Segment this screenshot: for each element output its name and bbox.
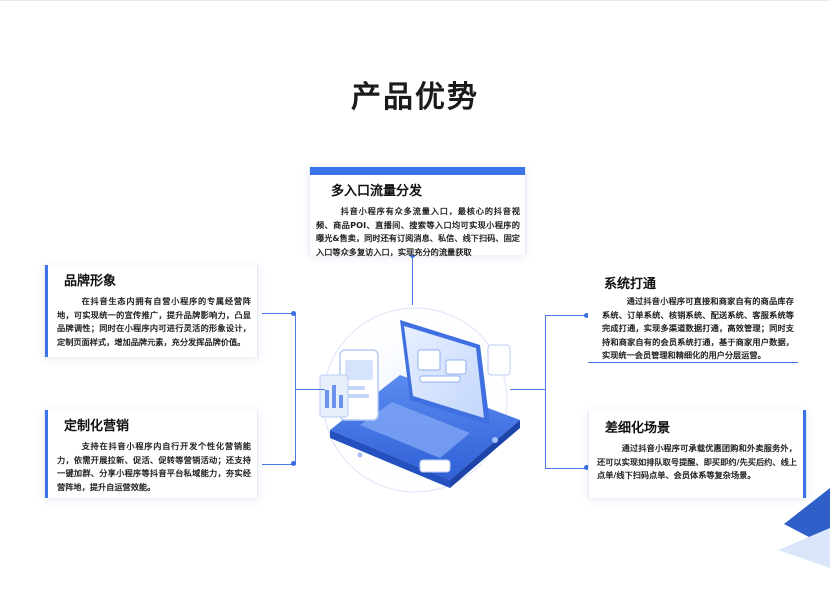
connector-right-dot-top — [584, 313, 589, 318]
card-traffic-text: 抖音小程序有众多流量入口，最核心的抖音视频、商品POI、直播间、搜索等入口均可实… — [316, 206, 520, 257]
top-divider — [0, 0, 830, 1]
card-marketing-accent-bar — [45, 410, 48, 498]
connector-left-dot-bottom — [291, 461, 296, 466]
card-marketing-text: 支持在抖音小程序内自行开发个性化营销能力，依需开展拉新、促活、促转等营销活动；还… — [57, 441, 251, 492]
connector-top — [412, 255, 413, 305]
card-scene-accent-bar — [803, 410, 806, 498]
corner-triangle-decoration — [778, 488, 830, 568]
connector-left — [262, 313, 296, 465]
card-traffic-title: 多入口流量分发 — [331, 184, 423, 199]
connector-right — [545, 315, 586, 469]
card-system: 系统打通 通过抖音小程序可直接和商家自有的商品库存系统、订单系统、核销系统、配送… — [588, 266, 798, 363]
card-brand-title: 品牌形象 — [64, 274, 117, 289]
card-traffic: 多入口流量分发 抖音小程序有众多流量入口，最核心的抖音视频、商品POI、直播间、… — [309, 167, 526, 257]
card-brand-text: 在抖音生态内拥有自营小程序的专属经营阵地，可实现统一的宣传推广，提升品牌影响力，… — [57, 296, 251, 347]
connector-left-dot-top — [291, 311, 296, 316]
card-scene-title: 差细化场景 — [605, 421, 671, 436]
card-scene-text: 通过抖音小程序可承载优惠团购和外卖服务外，还可以实现如排队取号提醒、即买即约/先… — [597, 443, 797, 480]
connector-left-link — [295, 389, 325, 390]
card-brand: 品牌形象 在抖音生态内拥有自营小程序的专属经营阵地，可实现统一的宣传推广，提升品… — [44, 265, 258, 357]
page-title: 产品优势 — [351, 80, 479, 115]
connector-right-link — [510, 389, 545, 390]
card-system-text: 通过抖音小程序可直接和商家自有的商品库存系统、订单系统、核销系统、配送系统、客服… — [602, 296, 794, 360]
card-scene: 差细化场景 通过抖音小程序可承载优惠团购和外卖服务外，还可以实现如排队取号提醒、… — [588, 410, 807, 498]
connector-right-dot-bottom — [584, 465, 589, 470]
laptop-illustration — [315, 300, 520, 500]
card-traffic-accent-bar — [310, 167, 525, 175]
connector-top-dot — [410, 253, 415, 258]
card-marketing: 定制化营销 支持在抖音小程序内自行开发个性化营销能力，依需开展拉新、促活、促转等… — [44, 410, 258, 498]
card-marketing-title: 定制化营销 — [64, 419, 130, 434]
card-system-title: 系统打通 — [604, 277, 657, 292]
card-brand-accent-bar — [45, 265, 48, 357]
